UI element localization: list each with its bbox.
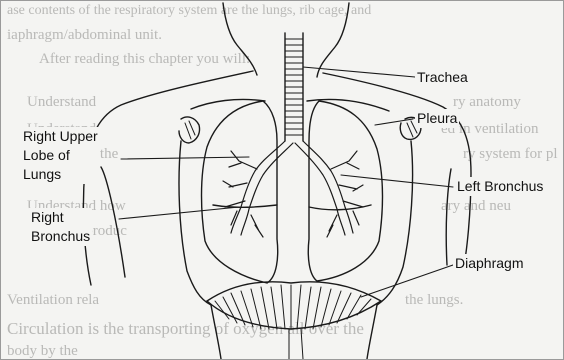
right-bronchus-label: Right Bronchus <box>29 208 92 246</box>
right-bronchus-label-line-1: Right <box>31 208 90 227</box>
neck-outline-right <box>317 3 349 77</box>
right-upper-lobe-leader <box>121 157 249 159</box>
bronchial-tree <box>223 141 363 237</box>
neck-outline-left <box>223 3 257 75</box>
shoulder-left <box>83 71 253 285</box>
shoulder-right <box>323 73 471 271</box>
diaphragm-muscle-striations <box>215 285 371 329</box>
right-upper-lobe-label-line-2: Lobe of <box>23 146 98 165</box>
left-lung-outline <box>308 101 382 281</box>
arm-right-inner <box>446 169 451 265</box>
right-upper-lobe-label-line-3: Lungs <box>23 165 98 184</box>
left-bronchus-leader <box>341 175 453 187</box>
right-upper-lobe-label: Right Upper Lobe of Lungs <box>21 127 100 184</box>
lung-fissure <box>213 205 277 207</box>
left-bronchus-label: Left Bronchus <box>455 177 545 196</box>
pleura-label: Pleura <box>415 109 459 128</box>
trachea-label: Trachea <box>415 68 470 87</box>
torso-side-left <box>179 141 211 305</box>
diaphragm-leader <box>361 265 453 297</box>
leader-lines <box>119 67 453 297</box>
right-lung-outline <box>202 101 278 283</box>
arm-left-inner <box>101 167 125 277</box>
right-bronchus-label-line-2: Bronchus <box>31 227 90 246</box>
diaphragm-label: Diaphragm <box>453 254 525 273</box>
trachea-leader <box>303 67 415 77</box>
trachea-rings <box>285 39 303 135</box>
right-upper-lobe-label-line-1: Right Upper <box>23 127 98 146</box>
clavicle-left <box>191 99 265 109</box>
